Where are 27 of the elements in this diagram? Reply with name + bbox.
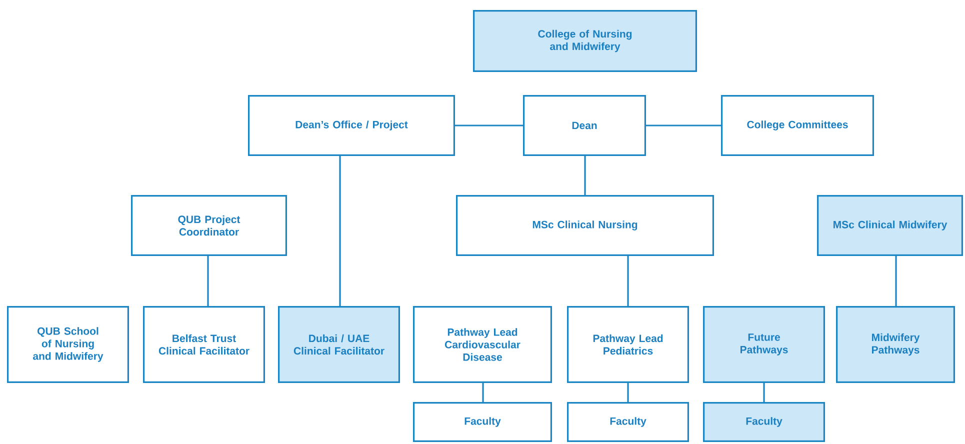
org-box: Faculty (703, 402, 826, 442)
org-box: Future Pathways (703, 306, 826, 383)
org-box: Dean (523, 95, 646, 156)
org-box: Faculty (567, 402, 689, 442)
org-box: QUB School of Nursing and Midwifery (7, 306, 129, 383)
connector-line (895, 256, 897, 306)
connector-line (646, 124, 722, 126)
connector-line (763, 383, 765, 402)
connector-line (207, 256, 209, 306)
connector-line (482, 383, 484, 402)
org-box: Pathway Lead Pediatrics (567, 306, 689, 383)
org-box: MSc Clinical Midwifery (817, 195, 964, 256)
org-box: MSc Clinical Nursing (456, 195, 714, 256)
connector-line (455, 124, 523, 126)
org-box: Pathway Lead Cardiovascular Disease (413, 306, 552, 383)
org-box: Dubai / UAE Clinical Facilitator (278, 306, 400, 383)
org-box: Belfast Trust Clinical Facilitator (143, 306, 265, 383)
connector-line (584, 156, 586, 195)
connector-line (339, 156, 341, 306)
org-box: Midwifery Pathways (836, 306, 956, 383)
org-box: QUB Project Coordinator (131, 195, 287, 256)
org-box: College Committees (721, 95, 874, 156)
connector-line (627, 256, 629, 306)
org-box: Faculty (413, 402, 552, 442)
org-box: Dean’s Office / Project (248, 95, 455, 156)
org-box: College of Nursing and Midwifery (473, 10, 698, 72)
connector-line (627, 383, 629, 402)
